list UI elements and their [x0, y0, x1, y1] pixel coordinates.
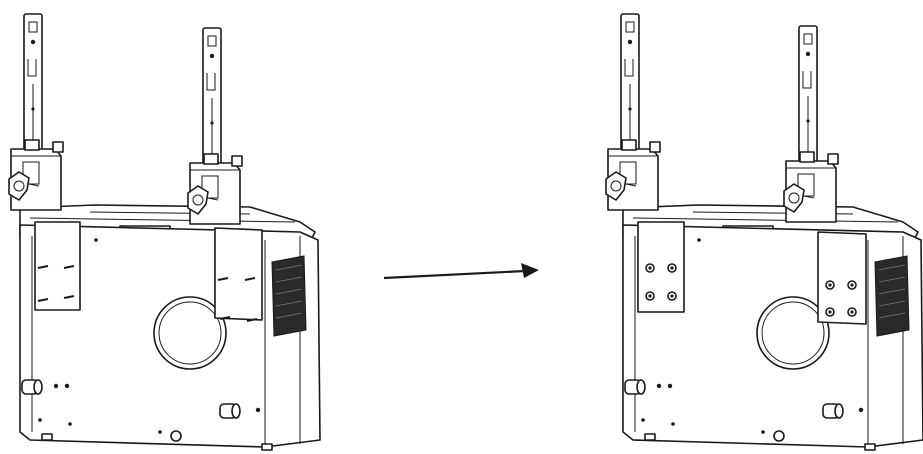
mounting-bracket-right	[187, 27, 243, 225]
mounting-bracket-left	[605, 13, 661, 211]
mounting-bracket-right	[783, 25, 839, 223]
arrow-right-icon	[383, 263, 539, 280]
before-panel	[8, 13, 321, 451]
side-plate-right-fastened	[817, 231, 867, 325]
after-panel	[605, 13, 923, 451]
side-plate-right	[214, 227, 263, 322]
side-plate-left	[34, 221, 81, 311]
mounting-bracket-left	[8, 13, 64, 211]
side-plate-left-fastened	[637, 221, 685, 313]
